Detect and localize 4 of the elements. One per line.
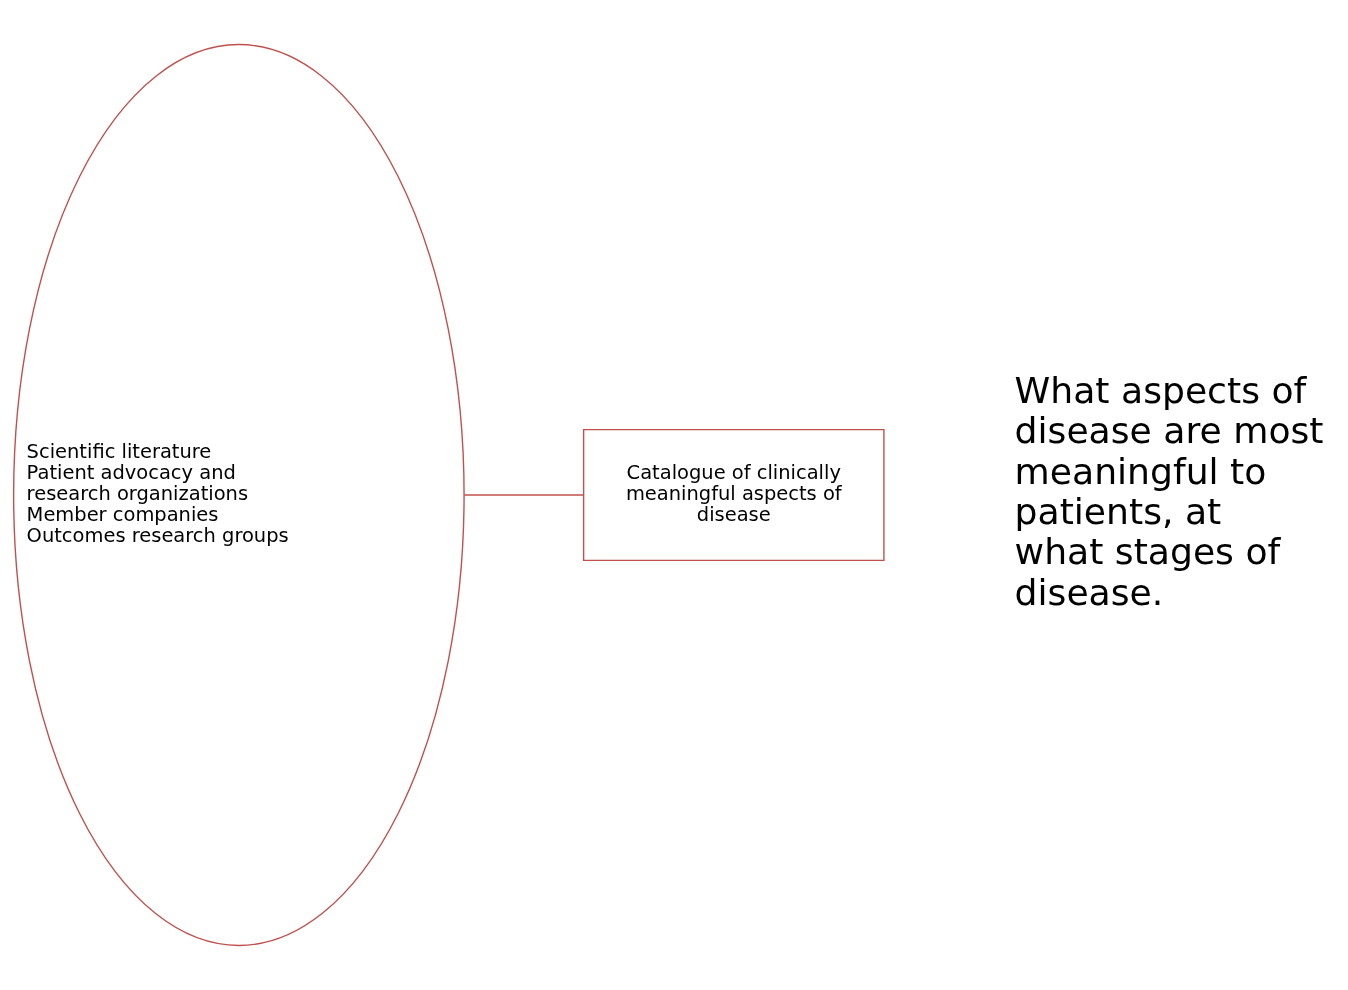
connector — [463, 494, 585, 496]
label: What aspects of disease are most meaningful to patients, at what stages of disease. — [1014, 368, 1324, 614]
node-box: Catalogue of clinically meaningful aspects of disease — [582, 428, 885, 562]
node-ellipse: Scientific literature Patient advocacy and research organizations Member companies Outcomes research groups — [12, 43, 465, 947]
